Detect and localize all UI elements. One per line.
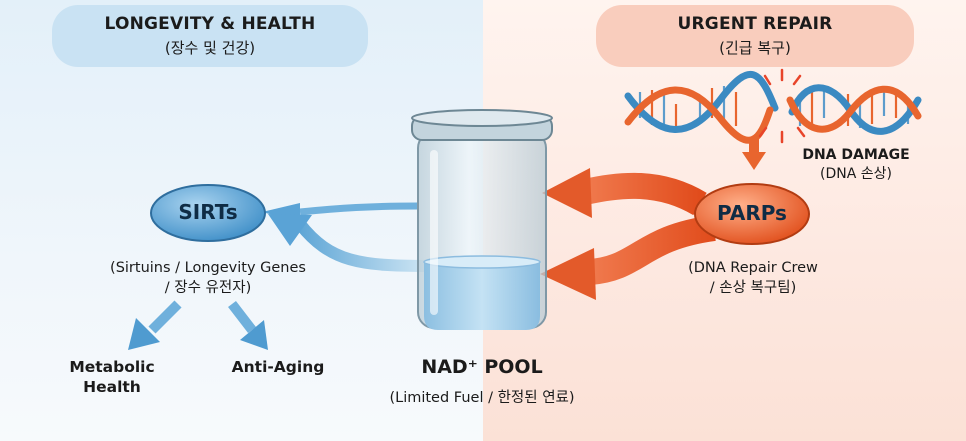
dna-damage-line1: DNA DAMAGE [802, 147, 910, 163]
longevity-header-subtitle: (장수 및 건강) [164, 39, 256, 57]
urgent-repair-header-subtitle: (긴급 복구) [719, 39, 791, 57]
nad-pool-title: NAD⁺ POOL [421, 356, 543, 378]
pool-to-sirts-arrows [262, 202, 429, 272]
nad-pool-subtitle: (Limited Fuel / 한정된 연료) [389, 390, 575, 406]
damage-spark-icon [758, 68, 806, 144]
metabolic-health-line2: Health [83, 378, 141, 396]
parps-node [694, 183, 810, 245]
sirts-caption: (Sirtuins / Longevity Genes / 장수 유전자) [78, 258, 338, 298]
metabolic-health-line1: Metabolic [69, 358, 155, 376]
parps-caption-line2: / 손상 복구팀) [709, 280, 797, 296]
parps-label: PARPs [717, 201, 787, 225]
nad-pool-jar-icon [411, 109, 553, 330]
dna-damage-line2: (DNA 손상) [820, 166, 892, 182]
parps-caption-line1: (DNA Repair Crew [688, 260, 818, 276]
parps-caption: (DNA Repair Crew / 손상 복구팀) [650, 258, 856, 298]
longevity-header-pill: LONGEVITY & HEALTH (장수 및 건강) [52, 5, 368, 67]
longevity-header-title: LONGEVITY & HEALTH [104, 14, 316, 34]
urgent-repair-header-title: URGENT REPAIR [677, 14, 833, 34]
sirts-caption-line2: / 장수 유전자) [164, 280, 252, 296]
sirts-label: SIRTs [178, 200, 238, 224]
dna-helix-icon [624, 70, 922, 144]
anti-aging-label: Anti-Aging [231, 358, 325, 376]
damage-to-parps-arrow [742, 138, 766, 170]
parps-to-pool-arrows [540, 168, 716, 300]
sirts-node [150, 184, 266, 242]
sirts-outcome-arrows [128, 300, 268, 350]
dna-damage-label: DNA DAMAGE (DNA 손상) [792, 146, 920, 184]
metabolic-health-label: Metabolic Health [66, 357, 158, 397]
urgent-repair-header-pill: URGENT REPAIR (긴급 복구) [596, 5, 914, 67]
sirts-caption-line1: (Sirtuins / Longevity Genes [110, 260, 306, 276]
